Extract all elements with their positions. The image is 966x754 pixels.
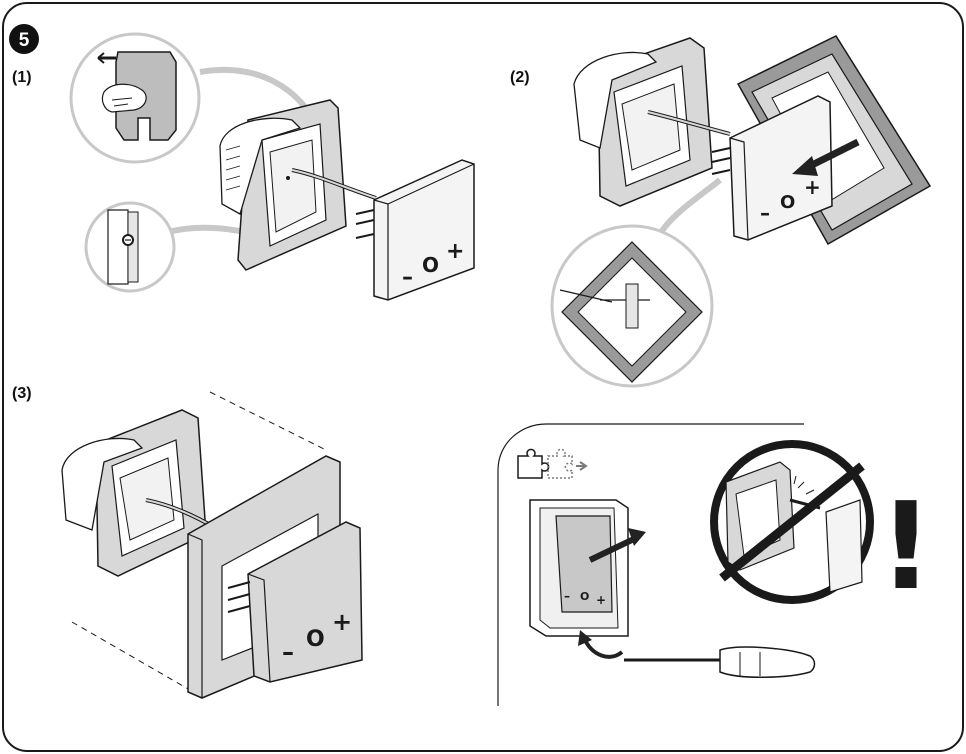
panel-label-2: (2) — [510, 69, 530, 86]
pry-circle-label: O — [580, 590, 589, 603]
device-plus-label: + — [446, 239, 464, 264]
panel-label-3: (3) — [12, 385, 32, 402]
warning-exclamation: ! — [879, 478, 934, 617]
step-badge: 5 — [9, 24, 39, 54]
device-plus-label-3: + — [332, 608, 352, 636]
panel-1: – O + — [69, 32, 475, 301]
step-number: 5 — [19, 30, 30, 51]
pry-off-illustration: – O + — [529, 499, 646, 659]
device-circle-label: O — [422, 253, 439, 277]
device-minus-label: – — [402, 265, 413, 290]
panel-3: – O + — [61, 391, 363, 699]
screwdriver-icon — [624, 646, 816, 678]
push-arrow — [792, 138, 860, 176]
device-minus-label-3: – — [282, 638, 294, 666]
panel-2: – O + — [550, 35, 932, 388]
puzzle-disassembly-icon — [517, 448, 588, 479]
pry-minus-label: – — [564, 589, 570, 603]
thermostat-device-1: – O + — [355, 159, 475, 301]
pry-plus-label: + — [596, 593, 606, 607]
mounting-plate-2 — [573, 37, 713, 207]
callout-frame-detail — [550, 224, 714, 388]
callout-clip-removal — [69, 32, 201, 164]
mounting-plate-1 — [219, 99, 347, 271]
callout-screw-detail — [84, 201, 176, 293]
mounting-plate-3 — [61, 409, 207, 577]
device-circle-label-3: O — [306, 627, 325, 652]
device-minus-label-2: – — [760, 201, 770, 225]
device-plus-label-2: + — [804, 175, 821, 199]
removal-section: – O + ! — [497, 423, 934, 706]
thermostat-device-3: – O + — [227, 521, 363, 683]
prohibition-sign — [710, 440, 874, 604]
device-circle-label-2: O — [780, 192, 795, 213]
panel-label-1: (1) — [12, 69, 32, 86]
thermostat-device-2: – O + — [711, 95, 833, 241]
